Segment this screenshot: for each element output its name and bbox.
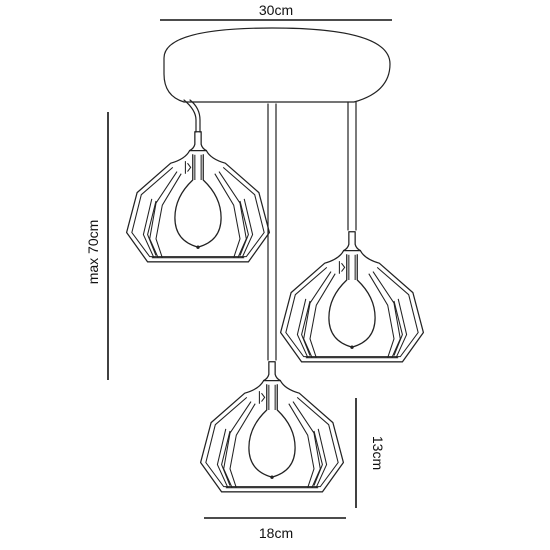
- dimension-shade-width: 18cm: [204, 517, 346, 541]
- dimension-shade-height: 13cm: [355, 398, 386, 508]
- canopy-width-label: 30cm: [259, 2, 293, 18]
- shade-width-label: 18cm: [259, 525, 293, 541]
- cord-center: [267, 103, 277, 361]
- pendant-shade-bottom: [199, 361, 345, 493]
- pendant-shade-right: [279, 231, 425, 363]
- cord-right: [347, 101, 357, 231]
- pendant-shade-left: [125, 131, 271, 263]
- max-height-label: max 70cm: [85, 220, 101, 285]
- dimension-max-height: max 70cm: [85, 112, 109, 380]
- dimension-canopy-width: 30cm: [160, 2, 392, 21]
- ceiling-canopy: [163, 27, 391, 103]
- shade-height-label: 13cm: [370, 436, 386, 470]
- cord-left: [183, 99, 201, 133]
